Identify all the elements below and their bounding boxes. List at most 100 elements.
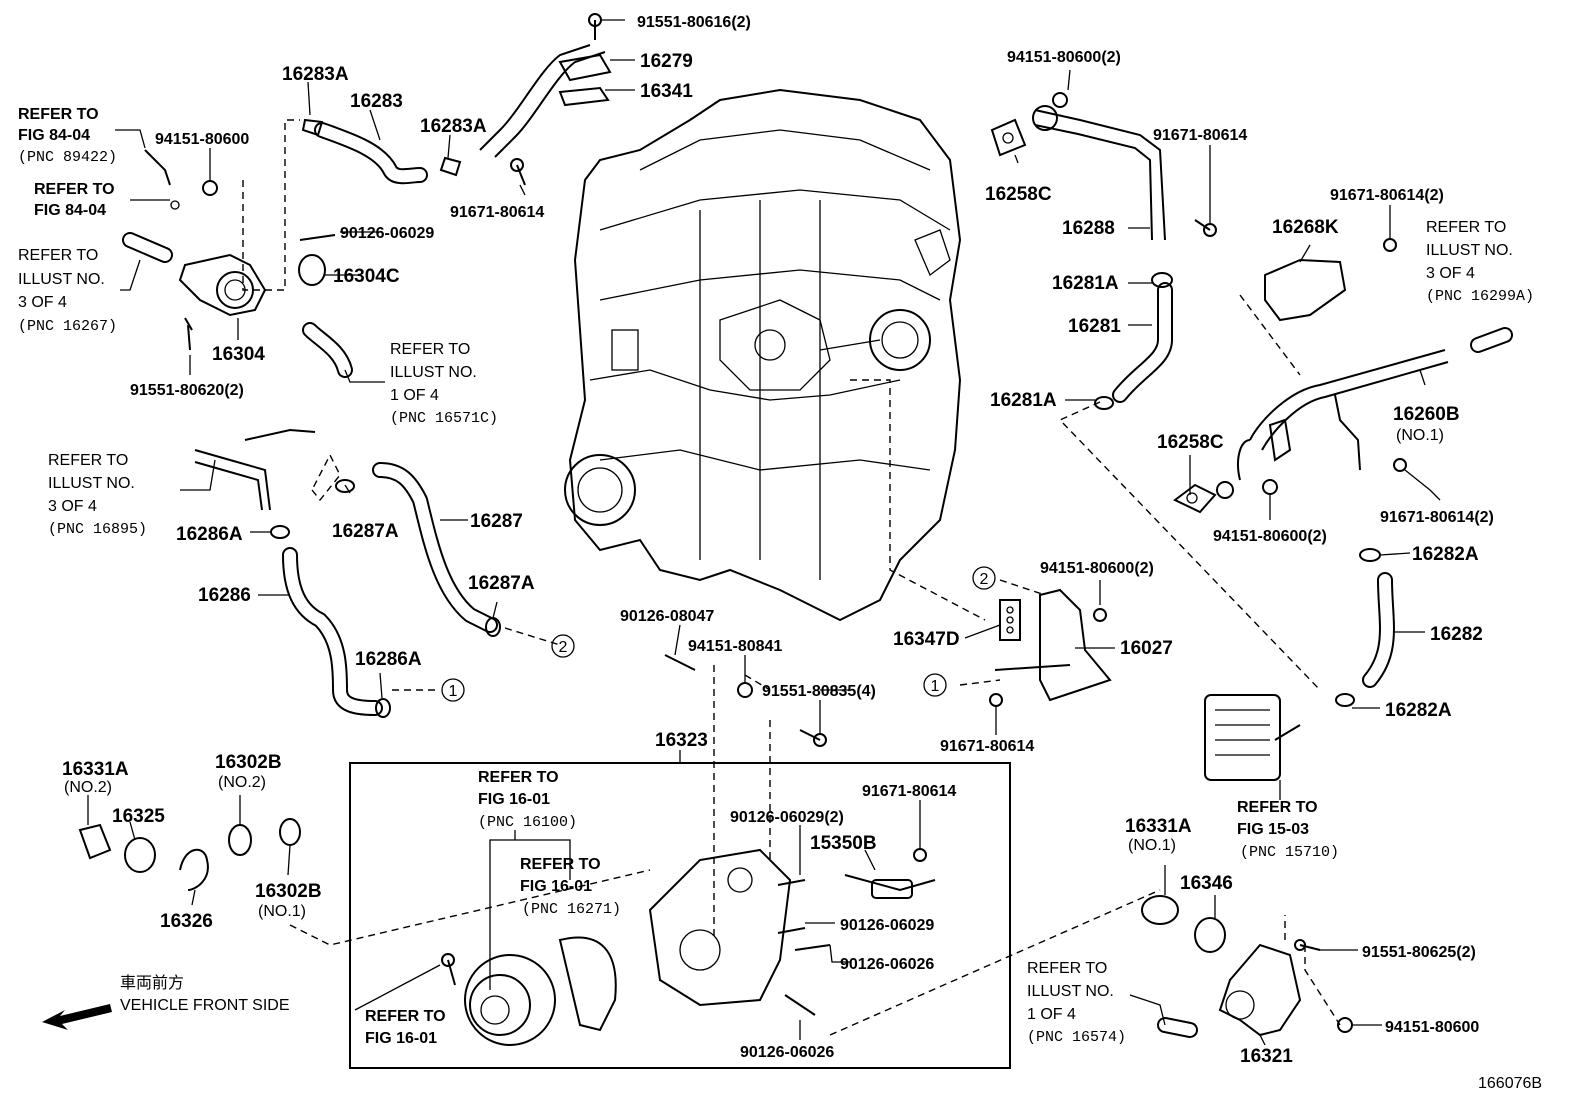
- svg-text:ILLUST NO.: ILLUST NO.: [18, 271, 105, 288]
- label-91551-80616: 91551-80616(2): [637, 14, 751, 31]
- ref-illust-3-16267: REFER TO ILLUST NO. 3 OF 4 (PNC 16267): [18, 247, 117, 335]
- label-90126-08047: 90126-08047: [620, 608, 714, 625]
- svg-text:REFER TO: REFER TO: [365, 1008, 446, 1025]
- label-94151-80600-left: 94151-80600: [155, 131, 249, 148]
- label-16282A-top: 16282A: [1412, 544, 1479, 565]
- label-16286: 16286: [198, 585, 251, 606]
- circle-markers: 2 1 2 1: [441, 566, 996, 702]
- label-16346: 16346: [1180, 873, 1233, 894]
- svg-text:1 OF 4: 1 OF 4: [1027, 1006, 1076, 1023]
- ref-illust-3-16895: REFER TO ILLUST NO. 3 OF 4 (PNC 16895): [48, 452, 147, 538]
- svg-text:FIG 84-04: FIG 84-04: [34, 202, 106, 219]
- ref-fig-84-04-a: REFER TO FIG 84-04 (PNC 89422): [18, 106, 117, 166]
- label-16326: 16326: [160, 911, 213, 932]
- label-16287A-top: 16287A: [332, 521, 399, 542]
- label-16286A-bot: 16286A: [355, 649, 422, 670]
- label-94151-80600-2-lower: 94151-80600(2): [1040, 560, 1154, 577]
- label-16283: 16283: [350, 91, 403, 112]
- water-pump-box: [349, 750, 1011, 1069]
- svg-text:REFER TO: REFER TO: [1426, 219, 1506, 236]
- label-94151-80600-br: 94151-80600: [1385, 1019, 1479, 1036]
- dashed-leaders: [242, 119, 1341, 1036]
- label-16347D: 16347D: [893, 629, 960, 650]
- marker-2-a: 2: [559, 639, 568, 656]
- label-16283A-b: 16283A: [420, 116, 487, 137]
- svg-text:FIG 16-01: FIG 16-01: [478, 791, 550, 808]
- svg-text:FIG 16-01: FIG 16-01: [365, 1030, 437, 1047]
- svg-text:3 OF 4: 3 OF 4: [18, 294, 67, 311]
- label-94151-80841: 94151-80841: [688, 638, 782, 655]
- svg-text:ILLUST NO.: ILLUST NO.: [1426, 242, 1513, 259]
- svg-text:REFER TO: REFER TO: [1237, 799, 1318, 816]
- ref-fig-16-01-c: REFER TO FIG 16-01: [365, 1008, 446, 1047]
- label-16287: 16287: [470, 511, 523, 532]
- svg-text:REFER TO: REFER TO: [34, 181, 115, 198]
- label-16302B-top-no: (NO.2): [218, 774, 266, 791]
- marker-1-a: 1: [449, 683, 458, 700]
- label-16331A-right: 16331A: [1125, 816, 1192, 837]
- svg-text:(PNC 89422): (PNC 89422): [18, 149, 117, 166]
- direction-jp: 車両前方: [120, 974, 184, 992]
- part-labels: 91551-80616(2) 16279 16341 16283A 16283 …: [62, 14, 1542, 1092]
- svg-text:FIG 84-04: FIG 84-04: [18, 127, 90, 144]
- hoses: [122, 122, 1513, 1038]
- label-90126-06026-a: 90126-06026: [840, 956, 934, 973]
- label-94151-80600-2-mid: 94151-80600(2): [1213, 528, 1327, 545]
- svg-text:(PNC 16271): (PNC 16271): [522, 901, 621, 918]
- label-16331A-left-no: (NO.2): [64, 779, 112, 796]
- ref-illust-3-16299A: REFER TO ILLUST NO. 3 OF 4 (PNC 16299A): [1426, 219, 1534, 305]
- svg-text:FIG 16-01: FIG 16-01: [520, 878, 592, 895]
- svg-text:ILLUST NO.: ILLUST NO.: [48, 475, 135, 492]
- label-16279: 16279: [640, 51, 693, 72]
- label-16304C: 16304C: [333, 266, 400, 287]
- svg-text:1 OF 4: 1 OF 4: [390, 387, 439, 404]
- vehicle-front-note: 車両前方 VEHICLE FRONT SIDE: [120, 974, 290, 1014]
- label-16287A-bot: 16287A: [468, 573, 535, 594]
- label-90126-06029-box: 90126-06029: [840, 917, 934, 934]
- label-16302B-bot-no: (NO.1): [258, 903, 306, 920]
- thermostat-parts: [1141, 895, 1353, 1037]
- svg-text:(PNC 16574): (PNC 16574): [1027, 1029, 1126, 1046]
- ref-fig-15-03: REFER TO FIG 15-03 (PNC 15710): [1237, 799, 1339, 861]
- label-16283A-a: 16283A: [282, 64, 349, 85]
- label-16323: 16323: [655, 730, 708, 751]
- svg-text:ILLUST NO.: ILLUST NO.: [1027, 983, 1114, 1000]
- label-16282A-bot: 16282A: [1385, 700, 1452, 721]
- leader-lines: [87, 19, 1441, 1046]
- label-16331A-right-no: (NO.1): [1128, 837, 1176, 854]
- label-90126-06029-top: 90126-06029: [340, 225, 434, 242]
- svg-text:REFER TO: REFER TO: [48, 452, 128, 469]
- label-16281A-bot: 16281A: [990, 390, 1057, 411]
- svg-text:REFER TO: REFER TO: [18, 106, 99, 123]
- svg-text:ILLUST NO.: ILLUST NO.: [390, 364, 477, 381]
- label-91551-80620: 91551-80620(2): [130, 382, 244, 399]
- label-16260B: 16260B: [1393, 404, 1460, 425]
- label-91671-80614-c: 91671-80614: [940, 738, 1034, 755]
- label-90126-06029-2: 90126-06029(2): [730, 809, 844, 826]
- ref-fig-16-01-a: REFER TO FIG 16-01 (PNC 16100): [478, 769, 577, 831]
- svg-text:(PNC 16267): (PNC 16267): [18, 318, 117, 335]
- label-16325: 16325: [112, 806, 165, 827]
- svg-text:REFER TO: REFER TO: [390, 341, 470, 358]
- svg-text:(PNC 16100): (PNC 16100): [478, 814, 577, 831]
- small-parts: [78, 13, 1449, 891]
- label-91551-80625: 91551-80625(2): [1362, 944, 1476, 961]
- svg-text:REFER TO: REFER TO: [18, 247, 98, 264]
- label-90126-06026-b: 90126-06026: [740, 1044, 834, 1061]
- direction-en: VEHICLE FRONT SIDE: [120, 997, 290, 1014]
- label-91671-80614-d: 91671-80614: [862, 783, 956, 800]
- svg-text:REFER TO: REFER TO: [520, 856, 601, 873]
- vehicle-front-arrow-icon: [42, 1004, 112, 1030]
- label-16341: 16341: [640, 81, 693, 102]
- engine-block: [564, 88, 962, 622]
- svg-text:3 OF 4: 3 OF 4: [48, 498, 97, 515]
- svg-text:(PNC 15710): (PNC 15710): [1240, 844, 1339, 861]
- ref-illust-1-16571C: REFER TO ILLUST NO. 1 OF 4 (PNC 16571C): [390, 341, 498, 427]
- marker-2-b: 2: [980, 571, 989, 588]
- label-16304: 16304: [212, 344, 265, 365]
- label-91551-80835: 91551-80835(4): [762, 683, 876, 700]
- label-16281: 16281: [1068, 316, 1121, 337]
- label-16286A-top: 16286A: [176, 524, 243, 545]
- label-91671-80614-2-top: 91671-80614(2): [1330, 187, 1444, 204]
